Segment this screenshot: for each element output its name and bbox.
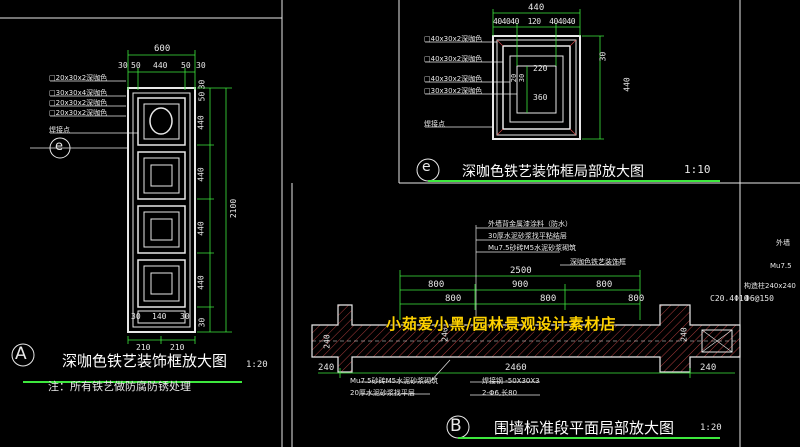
watermark-text: 小茹爱小黑/园林景观设计素材店 <box>386 315 617 333</box>
a-section-marker: e <box>55 139 63 154</box>
panel-a <box>11 50 242 383</box>
e-title: 深咖色铁艺装饰框局部放大图 <box>462 164 644 180</box>
a-right-50: 50 <box>197 91 207 102</box>
b-bottom-callout-1: Mu7.5砂砖M5水泥砂浆砌筑 <box>350 377 439 385</box>
a-bottom-140: 140 <box>152 312 167 321</box>
panel-e <box>416 9 720 182</box>
a-dim-600: 600 <box>154 44 171 54</box>
e-sub-1: 40 <box>493 17 502 26</box>
a-right-30b: 30 <box>197 317 207 328</box>
a-bottom-30b: 30 <box>180 312 190 321</box>
b-bottom-callout-3: 焊接钢 -50X30X3 <box>482 377 540 385</box>
b-bottom-callout-2: 20厚水泥砂浆找平层 <box>350 389 415 397</box>
b-dim-r3-2: 800 <box>540 294 557 304</box>
b-right-callout-2: 外墙 <box>776 239 790 247</box>
e-dim-440: 440 <box>528 3 545 13</box>
a-title: 深咖色铁艺装饰框放大图 <box>62 352 228 370</box>
b-dim-r2-3: 800 <box>596 280 613 290</box>
a-right-30: 30 <box>197 79 207 90</box>
e-callout-3: □40x30x2深咖色 <box>424 75 483 83</box>
b-bottom-2460: 2460 <box>505 363 527 373</box>
a-callout-2: □30x30x4深咖色 <box>49 89 108 97</box>
a-bottom-210a: 210 <box>136 343 151 352</box>
e-callout-5: 焊接点 <box>424 120 445 128</box>
e-sub-3: 40 <box>510 17 519 26</box>
a-bottom-30: 30 <box>131 312 141 321</box>
a-callout-1: □20x30x2深咖色 <box>49 74 108 82</box>
b-right-callout-1: 构造柱240x240 <box>744 282 796 290</box>
b-dim-r2-2: 900 <box>512 280 529 290</box>
b-left-240a: 240 <box>322 334 332 349</box>
e-sub-7: 40 <box>566 17 576 26</box>
b-dim-r3-1: 800 <box>445 294 462 304</box>
e-right-440: 440 <box>622 77 632 92</box>
e-sub-4: 120 <box>527 17 541 26</box>
e-sub-6: 40 <box>557 17 567 26</box>
a-dim-30b: 30 <box>196 61 206 70</box>
e-sub-dims: 404040 120 404040 <box>493 17 576 26</box>
a-dim-30a: 30 <box>118 61 128 70</box>
a-dim-50a: 50 <box>131 61 141 70</box>
b-inner-label-2: C20.4Φ10 <box>710 294 749 303</box>
e-inner-360: 360 <box>533 93 548 102</box>
e-scale: 1:10 <box>684 163 711 176</box>
a-callout-5: 焊接点 <box>49 126 70 134</box>
e-marker: e <box>422 159 431 175</box>
e-sub-2: 40 <box>501 17 511 26</box>
a-right-440c: 440 <box>196 221 206 236</box>
frame-modules <box>137 97 186 324</box>
e-left-20: 20 <box>510 73 519 83</box>
b-marker: B <box>450 416 462 436</box>
b-right-callout-3: Mu7.5 <box>770 262 792 270</box>
e-callout-2: □40x30x2深咖色 <box>424 55 483 63</box>
e-callout-4: □30x30x2深咖色 <box>424 87 483 95</box>
b-callout-2: 30厚水泥砂浆找平粘结层 <box>488 232 567 240</box>
b-right-240: 240 <box>679 327 689 342</box>
a-scale: 1:20 <box>246 360 268 370</box>
a-right-440b: 440 <box>196 167 206 182</box>
a-callout-4: □20x30x2深咖色 <box>49 109 108 117</box>
b-dim-r2-1: 800 <box>428 280 445 290</box>
b-bottom-callout-4: 2-Φ6,长80 <box>482 389 518 397</box>
a-bottom-210b: 210 <box>170 343 185 352</box>
a-dim-50b: 50 <box>181 61 191 70</box>
panel-b <box>311 225 741 439</box>
b-inner-label-1: 深咖色铁艺装饰框 <box>570 258 626 266</box>
b-title: 围墙标准段平面局部放大图 <box>494 419 675 437</box>
e-sub-5: 40 <box>549 17 558 26</box>
a-total-2100: 2100 <box>229 198 239 219</box>
b-callout-3: Mu7.5砂砖M5水泥砂浆砌筑 <box>488 244 577 252</box>
a-note: 注：所有铁艺做防腐防锈处理 <box>48 380 191 393</box>
b-bottom-240a: 240 <box>318 363 335 373</box>
e-inner-220: 220 <box>533 64 548 73</box>
e-left-30: 30 <box>518 73 527 83</box>
a-marker: A <box>15 344 27 364</box>
a-callout-3: □20x30x2深咖色 <box>49 99 108 107</box>
a-dim-440: 440 <box>153 61 168 70</box>
b-callout-1: 外墙背金属漆涂料（防水） <box>488 220 572 228</box>
a-right-440d: 440 <box>196 275 206 290</box>
b-dim-r3-3: 800 <box>628 294 645 304</box>
b-dim-2500: 2500 <box>510 266 532 276</box>
b-inner-label-3: Φ6@150 <box>745 294 774 303</box>
b-bottom-240b: 240 <box>700 363 717 373</box>
a-right-440a: 440 <box>196 115 206 130</box>
b-scale: 1:20 <box>700 423 722 433</box>
e-right-30: 30 <box>598 51 608 62</box>
e-callout-1: □40x30x2深咖色 <box>424 35 483 43</box>
